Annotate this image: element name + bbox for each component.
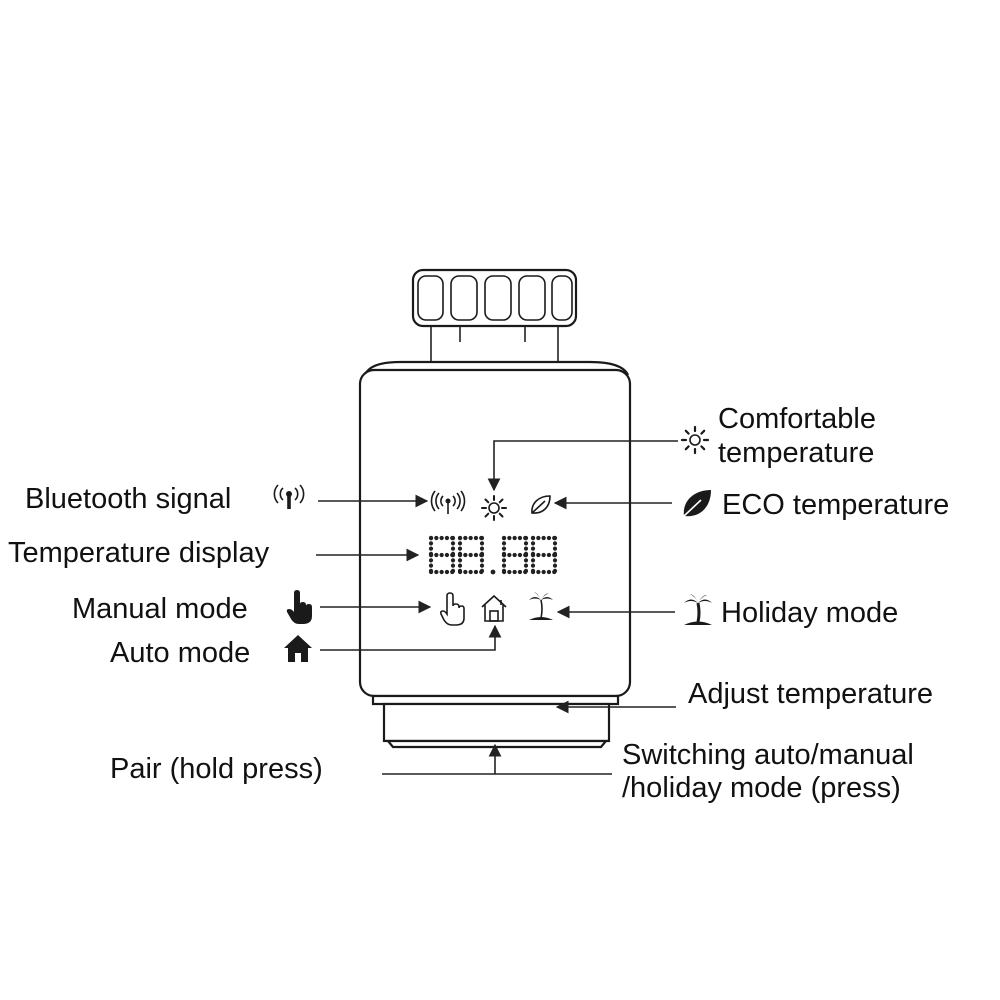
sun-icon [481, 495, 507, 521]
display-digit [501, 535, 529, 575]
auto-mode-label-group: Auto mode [110, 635, 312, 669]
eco-label-group: ECO temperature [683, 489, 949, 521]
manual-mode-label-group: Manual mode [72, 590, 312, 625]
neck [430, 326, 559, 362]
comfortable-callout [487, 440, 678, 492]
display-digit [428, 535, 456, 575]
temperature-display-digits [428, 535, 558, 575]
switching-mode-label-line1: Switching auto/manual [622, 739, 914, 771]
leaf-icon [683, 490, 711, 517]
rotary-ring[interactable] [382, 702, 611, 743]
auto-mode-label: Auto mode [110, 637, 250, 669]
auto-mode-callout [320, 624, 502, 651]
adjust-temperature-label: Adjust temperature [688, 678, 933, 710]
temperature-display-label: Temperature display [8, 537, 270, 569]
holiday-mode-label-group: Holiday mode [684, 594, 898, 629]
house-icon [284, 635, 312, 662]
palm-tree-island-icon [684, 594, 712, 625]
decimal-point [490, 569, 496, 575]
bluetooth-signal-label: Bluetooth signal [25, 483, 231, 515]
thermostat-device [358, 268, 632, 749]
bluetooth-label-group: Bluetooth signal [25, 483, 305, 515]
callout-lines [316, 440, 678, 775]
pair-label: Pair (hold press) [110, 753, 323, 785]
switching-mode-label-line2: /holiday mode (press) [622, 772, 901, 804]
signal-antenna-icon [273, 484, 305, 509]
bottom-button[interactable] [385, 739, 609, 749]
comfortable-temperature-label-line2: temperature [718, 437, 874, 469]
house-icon [481, 594, 507, 622]
hand-pointer-icon [286, 590, 312, 624]
manual-mode-label: Manual mode [72, 593, 248, 625]
sun-icon [680, 425, 710, 455]
signal-antenna-icon [430, 490, 466, 514]
comfortable-temperature-label-line1: Comfortable [718, 403, 876, 435]
eco-temperature-label: ECO temperature [722, 489, 949, 521]
holiday-mode-label: Holiday mode [721, 597, 898, 629]
palm-tree-island-icon [529, 592, 553, 620]
display-digit [457, 535, 485, 575]
hand-pointer-icon [439, 592, 465, 626]
leaf-icon [531, 495, 551, 514]
display-digit [530, 535, 558, 575]
comfortable-label-group: Comfortable temperature [680, 403, 876, 469]
top-cap [411, 268, 578, 328]
